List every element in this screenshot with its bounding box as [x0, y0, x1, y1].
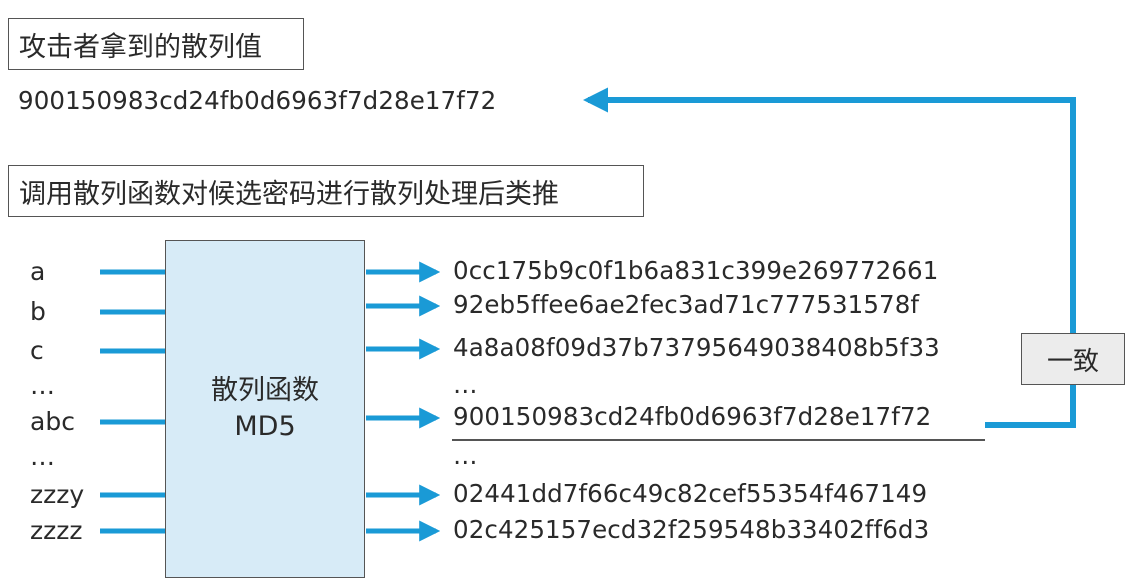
- match-return-arrow: [582, 87, 1076, 428]
- hash-function-name: 散列函数: [211, 374, 319, 406]
- hash-output: 02441dd7f66c49c82cef55354f467149: [453, 479, 928, 508]
- candidate-password: abc: [30, 407, 75, 436]
- hash-output: 4a8a08f09d37b73795649038408b5f33: [453, 333, 940, 362]
- candidate-password: c: [30, 336, 44, 365]
- candidate-password: a: [30, 257, 46, 286]
- hash-output: 02c425157ecd32f259548b33402ff6d3: [453, 515, 930, 544]
- method-title: 调用散列函数对候选密码进行散列处理后类推: [8, 165, 644, 217]
- hash-output: 900150983cd24fb0d6963f7d28e17f72: [453, 402, 932, 431]
- attacker-hash-title: 攻击者拿到的散列值: [8, 18, 304, 70]
- match-label-box: 一致: [1021, 333, 1125, 385]
- output-ellipsis: …: [453, 370, 478, 399]
- md5-hash-function-box: 散列函数 MD5: [165, 240, 365, 578]
- hash-function-algorithm: MD5: [234, 411, 296, 442]
- match-label: 一致: [1046, 346, 1099, 377]
- method-title-text: 调用散列函数对候选密码进行散列处理后类推: [19, 178, 559, 210]
- attacker-hash-title-text: 攻击者拿到的散列值: [19, 31, 262, 63]
- hash-output: 0cc175b9c0f1b6a831c399e269772661: [453, 256, 939, 285]
- input-ellipsis: …: [30, 442, 55, 471]
- output-ellipsis: …: [453, 441, 478, 470]
- hash-output: 92eb5ffee6ae2fec3ad71c777531578f: [453, 290, 920, 319]
- candidate-password: zzzz: [30, 516, 83, 545]
- candidate-password: b: [30, 297, 46, 326]
- target-hash: 900150983cd24fb0d6963f7d28e17f72: [18, 86, 497, 115]
- input-ellipsis: …: [30, 371, 55, 400]
- candidate-password: zzzy: [30, 480, 85, 509]
